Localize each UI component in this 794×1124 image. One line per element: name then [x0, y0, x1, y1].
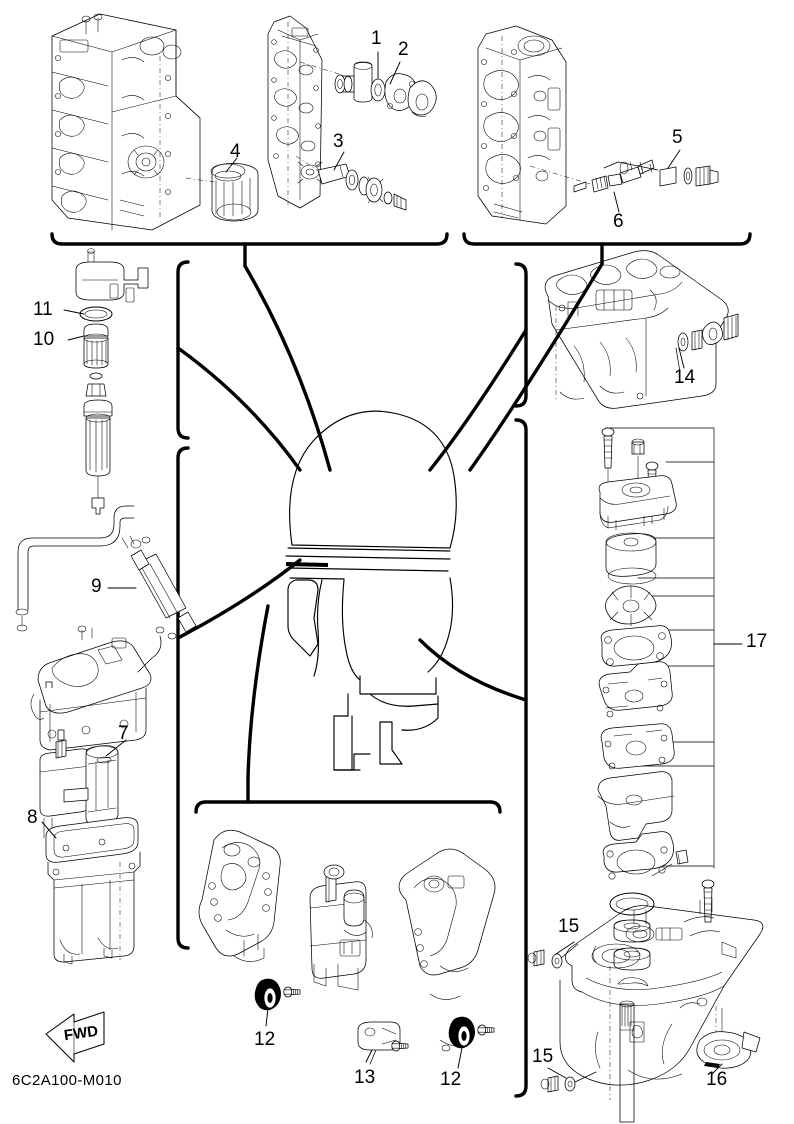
callout-15-lower: 15 — [532, 1046, 554, 1067]
water-pump-o-ring-part — [609, 892, 655, 916]
oil-pan-drain-plug-part — [675, 313, 739, 373]
leader-3 — [333, 151, 345, 171]
bracket-top-right — [462, 232, 752, 246]
clamp-bracket-anode-starboard-part — [448, 1016, 495, 1049]
water-pump-bolt-a — [601, 427, 615, 511]
callout-2: 2 — [398, 39, 409, 60]
fwd-arrow-marker — [45, 1011, 105, 1063]
inline-fuel-filter-part — [121, 535, 197, 673]
leader-11 — [63, 309, 85, 315]
leader-curve-f — [418, 638, 528, 702]
leader-8 — [41, 821, 57, 839]
callout-4: 4 — [230, 141, 241, 162]
callout-6: 6 — [613, 211, 624, 232]
callout-12-port: 12 — [254, 1029, 276, 1050]
callout-10: 10 — [33, 329, 55, 350]
thermostat-part — [299, 61, 386, 103]
bracket-bottom — [194, 800, 502, 814]
leader-curve-g — [246, 604, 270, 780]
oil-filter-part — [185, 162, 259, 222]
drawing-part-number: 6C2A100-M010 — [12, 1072, 122, 1089]
fuel-filter-assembly-illustration — [75, 248, 149, 515]
callout-16: 16 — [706, 1069, 728, 1090]
leader-curve-e — [428, 328, 528, 472]
clamp-bracket-illustration — [198, 829, 496, 1065]
o-ring-11 — [79, 306, 113, 322]
spark-plug-part — [529, 159, 655, 193]
cylinder-block-illustration — [51, 13, 201, 231]
callout-3: 3 — [333, 131, 344, 152]
trim-cylinder-anode-part — [357, 1021, 409, 1065]
water-pump-kit-illustration — [597, 427, 741, 1123]
bracket-left-lower — [176, 446, 190, 950]
bracket-right-lower — [514, 418, 528, 1098]
clamp-bracket-anode-port-part — [254, 978, 301, 1011]
leader-12-starboard — [457, 1047, 463, 1069]
impeller-part — [605, 585, 657, 627]
leader-12-port — [265, 1007, 269, 1027]
leader-curve-d — [176, 558, 302, 640]
callout-13: 13 — [354, 1067, 376, 1088]
lower-unit-illustration — [527, 897, 764, 1100]
gear-oil-drain-screw-upper-part — [527, 943, 579, 969]
bracket-top-left — [50, 232, 449, 246]
leader-15-lower — [547, 1067, 567, 1079]
vapor-separator-illustration — [15, 505, 197, 965]
callout-14: 14 — [674, 367, 696, 388]
callout-12-starboard: 12 — [440, 1069, 462, 1090]
leader-16 — [711, 1063, 723, 1075]
trim-tab-anode-part — [696, 1007, 761, 1069]
leader-curve-b — [468, 262, 604, 472]
exhaust-cover-illustration — [267, 15, 323, 209]
callout-7: 7 — [118, 723, 129, 744]
leader-curve-a — [243, 264, 332, 472]
leader-7 — [105, 739, 127, 757]
callout-1: 1 — [371, 28, 382, 49]
callout-9: 9 — [91, 576, 102, 597]
callout-8: 8 — [27, 807, 38, 828]
leader-15-upper — [555, 941, 575, 955]
fuel-pump-filter-part — [63, 745, 119, 825]
filter-element-10 — [83, 337, 109, 369]
vapor-separator-gasket-part — [45, 817, 139, 863]
leader-curve-c — [176, 346, 302, 472]
callout-5: 5 — [672, 127, 683, 148]
callout-15-upper: 15 — [558, 916, 580, 937]
leader-10 — [67, 335, 85, 341]
callout-17: 17 — [746, 631, 768, 652]
outboard-motor-silhouette — [285, 410, 457, 771]
cylinder-head-anode-part — [603, 161, 719, 187]
leader-6 — [613, 191, 620, 213]
leader-4 — [225, 157, 238, 173]
leader-5 — [667, 149, 681, 169]
callout-11: 11 — [33, 299, 53, 320]
leader-14 — [678, 347, 685, 369]
thermostat-cover-part — [384, 73, 437, 117]
leader-2 — [389, 61, 401, 85]
gear-oil-drain-screw-lower-part — [540, 1071, 597, 1093]
anode-rod-part — [295, 155, 407, 211]
leader-13 — [365, 1049, 373, 1063]
bracket-right-upper — [514, 262, 528, 408]
cylinder-head-illustration — [477, 25, 567, 225]
upper-casing-illustration — [544, 250, 739, 409]
